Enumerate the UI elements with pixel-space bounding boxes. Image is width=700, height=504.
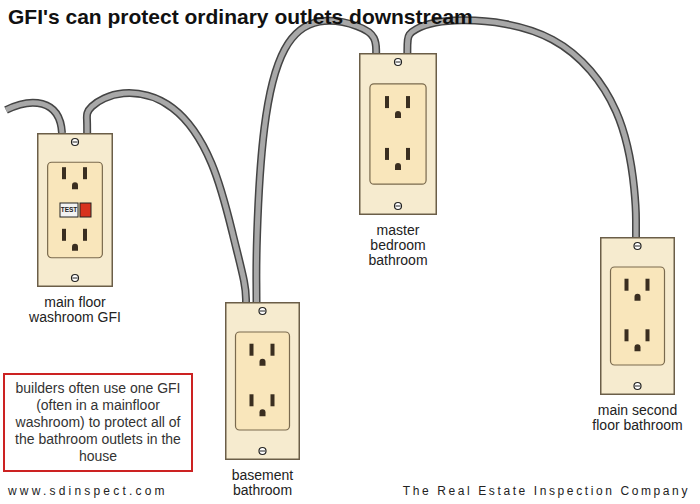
button-label: TEST [60,203,78,217]
plate-outline [601,238,675,395]
outlet-label: basement bathroom [221,468,305,498]
receptacle-body [236,332,290,430]
screw [634,243,641,250]
hot-slot [385,96,389,108]
screw-slot [635,386,640,387]
neutral-slot [271,344,275,356]
cable-outline [256,21,376,302]
outlet: main second floor bathroom [600,237,675,395]
test-button [60,203,78,217]
hot-slot [62,167,66,179]
neutral-slot [406,148,410,160]
watermark: The Real Estate Inspection Company [403,484,690,498]
reset-button [80,203,91,217]
hot-slot [625,329,629,341]
screw-slot [396,62,401,63]
screw [72,139,79,146]
receptacle-body [48,162,103,257]
cable-jacket [256,21,376,302]
cable-jacket [407,20,636,237]
hot-slot [625,279,629,291]
outlet: master bedroom bathroom [359,53,437,215]
ground-hole [72,244,78,251]
ground-hole [260,409,266,416]
screw-slot [396,206,401,207]
outlet: basement bathroom [225,302,300,460]
receptacle-body [370,84,426,184]
ground-hole [72,182,78,189]
screw-slot [260,451,265,452]
plate-outline [360,54,437,215]
screw-slot [635,246,640,247]
ground-hole [635,294,641,301]
screw [259,448,266,455]
watermark: www.sdinspect.com [8,484,168,498]
note-box: builders often use one GFI (often in a m… [3,373,193,472]
title: GFI's can protect ordinary outlets downs… [8,5,473,29]
wall-plate [359,53,437,215]
wall-plate [600,237,675,395]
outlet-label: main second floor bathroom [586,403,690,433]
plate-outline [226,303,300,460]
supply-cable [6,103,62,133]
cable-outline [407,20,636,237]
outlet-label: main floor washroom GFI [19,295,131,325]
ground-hole [260,359,266,366]
receptacle-body [611,267,665,365]
plate-outline [38,134,113,287]
screw [72,275,79,282]
supply-cable [6,103,62,133]
neutral-slot [646,279,650,291]
neutral-slot [83,167,87,179]
cable [256,21,376,302]
wall-plate [225,302,300,460]
cable [407,20,636,237]
screw-slot [73,278,78,279]
ground-hole [395,163,401,170]
note-text: builders often use one GFI (often in a m… [9,380,187,465]
screw-slot [260,311,265,312]
ground-hole [395,111,401,118]
outlet-label: master bedroom bathroom [360,223,436,268]
neutral-slot [406,96,410,108]
neutral-slot [646,329,650,341]
screw [395,59,402,66]
screw [395,203,402,210]
hot-slot [62,229,66,241]
neutral-slot [271,394,275,406]
screw-slot [73,142,78,143]
hot-slot [250,344,254,356]
hot-slot [385,148,389,160]
screw [634,383,641,390]
screw [259,308,266,315]
hot-slot [250,394,254,406]
ground-hole [635,344,641,351]
neutral-slot [83,229,87,241]
